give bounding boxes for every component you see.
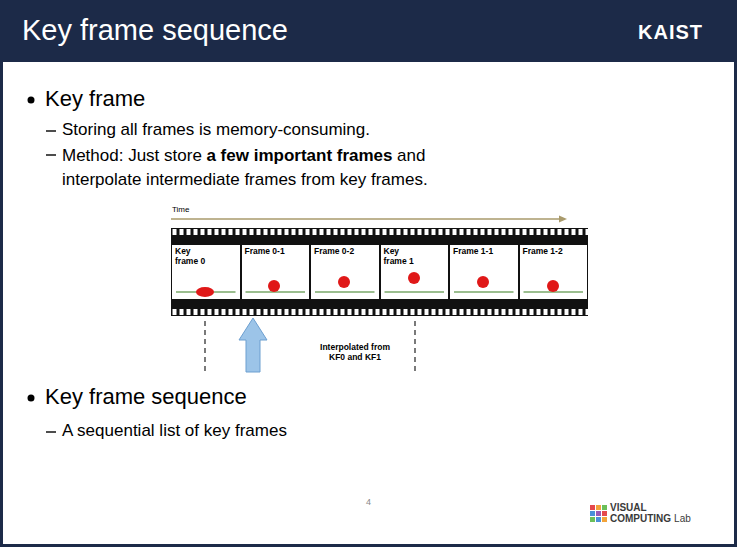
frame-label: Frame 1-2 xyxy=(520,245,588,259)
red-ball xyxy=(196,287,214,297)
bullet-dot xyxy=(28,97,35,104)
frame-label: Frame 1-1 xyxy=(450,245,518,259)
axis-label: Time xyxy=(172,205,189,215)
logo-text: KAIST xyxy=(638,20,703,44)
sub-bullet-text: Storing all frames is memory-consuming. xyxy=(62,120,370,140)
sub-bullet-text: Method: Just store xyxy=(62,146,202,165)
frame-box: Frame 1-1 xyxy=(449,244,519,300)
sub-bullet-text: a few important frames xyxy=(206,146,392,165)
frame-box: Frame 0-2 xyxy=(310,244,380,300)
dashed-marker xyxy=(414,321,415,373)
sub-bullet-dash xyxy=(46,130,56,131)
key-frame-box: Key frame 0 xyxy=(171,244,241,300)
film-frames-ground xyxy=(172,245,587,299)
time-axis xyxy=(171,218,561,220)
frame-label: Key frame 0 xyxy=(172,245,218,269)
sprocket-holes xyxy=(171,300,588,316)
frame-label: Key frame 1 xyxy=(381,245,427,269)
logo-text: VISUAL xyxy=(610,502,647,514)
sub-bullet-text: A sequential list of key frames xyxy=(62,421,287,441)
up-arrow xyxy=(239,318,267,372)
title-bar xyxy=(0,0,737,62)
annotation: Interpolated from KF0 and KF1 xyxy=(311,342,399,362)
red-ball xyxy=(477,276,489,288)
bullet-text: Key frame xyxy=(45,86,145,112)
frame-label: Frame 0-1 xyxy=(242,245,310,259)
sprocket-holes xyxy=(171,228,588,244)
page-number: 4 xyxy=(366,497,371,508)
dashed-marker xyxy=(204,321,205,373)
time-arrowhead xyxy=(559,216,567,223)
frame-box: Frame 1-2 xyxy=(519,244,589,300)
sub-bullet-dash xyxy=(46,154,56,155)
frame-label: Frame 0-2 xyxy=(311,245,379,259)
frame-box: Frame 0-1 xyxy=(241,244,311,300)
sub-bullet-dash xyxy=(46,431,56,432)
red-ball xyxy=(268,280,280,292)
logo-text: COMPUTING xyxy=(610,513,671,525)
ground-line xyxy=(315,291,375,293)
logo-text: Lab xyxy=(674,513,691,525)
logo-icon xyxy=(590,505,607,522)
slide-title: Key frame sequence xyxy=(22,13,288,48)
ground-line xyxy=(385,291,445,293)
film-strip xyxy=(171,228,588,316)
bullet-dot xyxy=(28,395,35,402)
bullet-text: Key frame sequence xyxy=(45,384,247,410)
key-frame-box: Key frame 1 xyxy=(380,244,450,300)
ground-line xyxy=(454,291,514,293)
red-ball xyxy=(408,272,420,284)
red-ball xyxy=(338,276,350,288)
red-ball xyxy=(547,280,559,292)
sub-bullet-paragraph: Method: Just storea few important frames… xyxy=(62,144,462,192)
